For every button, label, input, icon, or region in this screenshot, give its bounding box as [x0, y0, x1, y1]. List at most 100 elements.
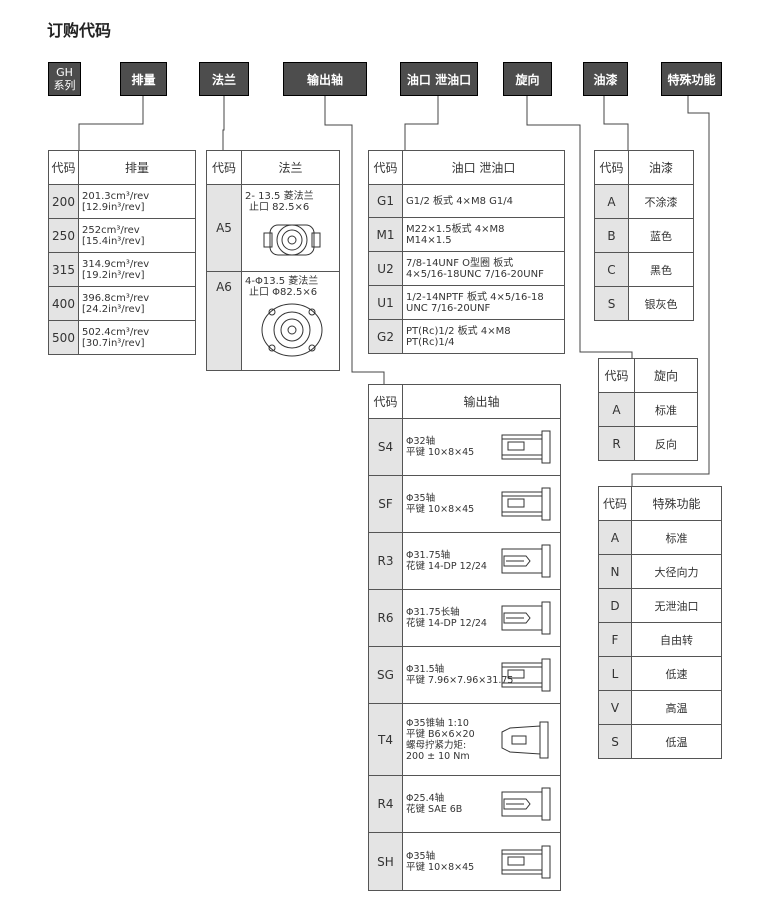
header-series-label: 系列 [53, 79, 76, 92]
special-desc: 大径向力 [631, 554, 722, 589]
col-rotation: 旋向 [634, 358, 698, 393]
ports-desc: 1/2-14NPTF 板式 4×5/16-18 UNC 7/16-20UNF [402, 285, 565, 320]
shaft-spline-icon [501, 544, 551, 578]
col-displacement: 排量 [78, 150, 196, 185]
ports-line: M22×1.5板式 4×M8 [406, 223, 505, 235]
header-gh-series: GH 系列 [48, 62, 81, 96]
ports-line: UNC 7/16-20UNF [406, 302, 491, 314]
code-cell: F [598, 622, 632, 657]
connector-paint [603, 96, 629, 150]
displacement-value: 396.8cm³/rev [24.2in³/rev] [78, 286, 196, 321]
shaft-key-icon [501, 430, 551, 464]
col-ports: 油口 泄油口 [402, 150, 565, 185]
col-code: 代码 [206, 150, 242, 185]
shaft-desc: Φ35锥轴 1:10 平键 B6×6×20 螺母拧紧力矩: 200 ± 10 N… [402, 703, 561, 776]
paint-desc: 银灰色 [628, 286, 694, 321]
page-title: 订购代码 [47, 21, 112, 40]
ports-line: M14×1.5 [406, 234, 452, 246]
code-cell: U1 [368, 285, 403, 320]
shaft-spline-icon [501, 601, 551, 635]
ports-line: 1/2-14NPTF 板式 4×5/16-18 [406, 291, 544, 303]
col-paint: 油漆 [628, 150, 694, 185]
flange-diamond-icon [263, 224, 321, 256]
code-cell: V [598, 690, 632, 725]
flange-table: 代码 法兰 A5 2- 13.5 菱法兰 止口 82.5×6 A6 4-Φ13.… [206, 150, 340, 371]
displacement-value: 252cm³/rev [15.4in³/rev] [78, 218, 196, 253]
code-cell: M1 [368, 217, 403, 252]
code-cell: R6 [368, 589, 403, 647]
col-flange: 法兰 [241, 150, 340, 185]
code-cell: N [598, 554, 632, 589]
shaft-spline-icon [501, 787, 551, 821]
header-special: 特殊功能 [661, 62, 722, 96]
special-desc: 低速 [631, 656, 722, 691]
code-cell: D [598, 588, 632, 623]
special-desc: 自由转 [631, 622, 722, 657]
code-cell: 250 [48, 218, 79, 253]
code-cell: S [594, 286, 629, 321]
connector-special [631, 96, 710, 486]
col-code: 代码 [598, 358, 635, 393]
shaft-desc: Φ32轴 平键 10×8×45 [402, 418, 561, 476]
connector-displacement [78, 96, 144, 150]
header-gh-label: GH [56, 66, 73, 79]
ports-line: 4×5/16-18UNC 7/16-20UNF [406, 268, 544, 280]
code-cell: R [598, 426, 635, 461]
code-cell: 315 [48, 252, 79, 287]
shaft-key-icon [501, 845, 551, 878]
shaft-text: Φ31.75长轴 花键 14-DP 12/24 [406, 607, 487, 629]
paint-desc: 黑色 [628, 252, 694, 287]
flange-line: 止口 Φ82.5×6 [249, 287, 318, 298]
col-code: 代码 [368, 150, 403, 185]
special-desc: 高温 [631, 690, 722, 725]
flange-line: 4-Φ13.5 菱法兰 [245, 276, 319, 287]
shaft-desc: Φ25.4轴 花键 SAE 6B [402, 775, 561, 833]
connector-ports [404, 96, 439, 150]
code-cell: C [594, 252, 629, 287]
shaft-key-icon [501, 487, 551, 521]
code-cell: R3 [368, 532, 403, 590]
flange-desc: 4-Φ13.5 菱法兰 止口 Φ82.5×6 [241, 271, 340, 371]
code-cell: SH [368, 832, 403, 891]
shaft-key-icon [501, 658, 551, 692]
col-code: 代码 [368, 384, 403, 419]
ports-desc: G1/2 板式 4×M8 G1/4 [402, 184, 565, 218]
displacement-value: 201.3cm³/rev [12.9in³/rev] [78, 184, 196, 219]
code-cell: S4 [368, 418, 403, 476]
col-special: 特殊功能 [631, 486, 722, 521]
code-cell: 200 [48, 184, 79, 219]
code-cell: SG [368, 646, 403, 704]
shaft-desc: Φ31.75长轴 花键 14-DP 12/24 [402, 589, 561, 647]
code-cell: L [598, 656, 632, 691]
code-cell: A [594, 184, 629, 219]
special-desc: 低温 [631, 724, 722, 759]
connector-shaft [324, 96, 385, 384]
code-cell: G2 [368, 319, 403, 354]
ports-line: 7/8-14UNF O型圈 板式 [406, 257, 514, 269]
col-shaft: 输出轴 [402, 384, 561, 419]
shaft-desc: Φ35轴 平键 10×8×45 [402, 832, 561, 891]
shaft-text: Φ35锥轴 1:10 平键 B6×6×20 螺母拧紧力矩: 200 ± 10 N… [406, 717, 475, 762]
shaft-text: Φ35轴 平键 10×8×45 [406, 850, 475, 873]
shaft-desc: Φ35轴 平键 10×8×45 [402, 475, 561, 533]
shaft-desc: Φ31.5轴 平键 7.96×7.96×31.75 [402, 646, 561, 704]
header-displacement: 排量 [120, 62, 167, 96]
rotation-desc: 标准 [634, 392, 698, 427]
shaft-text: Φ31.5轴 平键 7.96×7.96×31.75 [406, 664, 514, 686]
code-cell: S [598, 724, 632, 759]
special-desc: 无泄油口 [631, 588, 722, 623]
code-cell: B [594, 218, 629, 253]
ports-line: G1/2 板式 4×M8 G1/4 [406, 195, 513, 207]
flange-square-icon [261, 303, 323, 357]
code-cell: A6 [206, 271, 242, 371]
ports-line: PT(Rc)1/4 [406, 336, 455, 348]
code-cell: T4 [368, 703, 403, 776]
code-cell: G1 [368, 184, 403, 218]
special-desc: 标准 [631, 520, 722, 555]
displacement-value: 314.9cm³/rev [19.2in³/rev] [78, 252, 196, 287]
